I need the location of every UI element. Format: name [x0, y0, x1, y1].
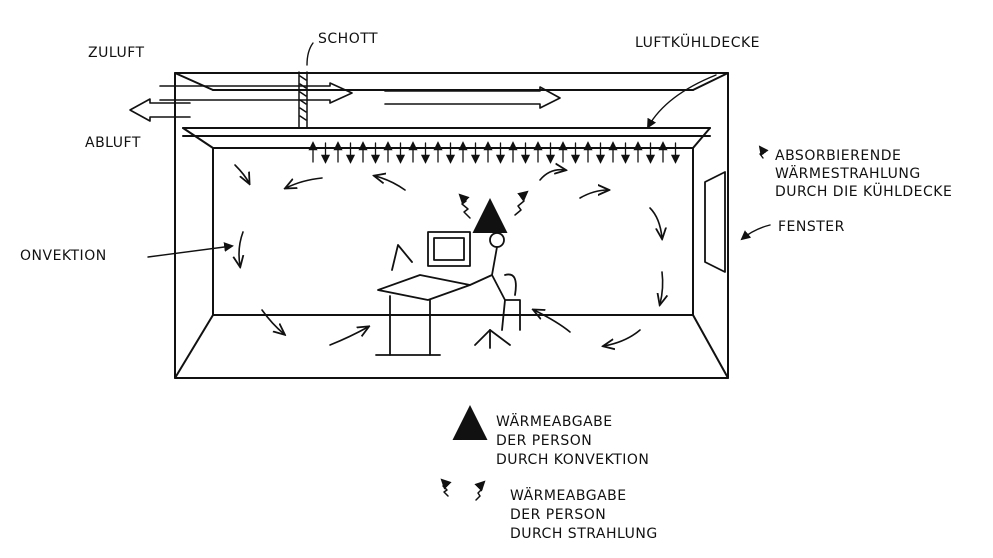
- legend-convection-line-1: WÄRMEABGABE: [496, 412, 613, 430]
- legend-convection-line-2: DER PERSON: [496, 433, 592, 449]
- air-ducts: [129, 82, 561, 122]
- room-outline: [174, 72, 729, 379]
- label-absorbing-3: DURCH DIE KÜHLDECKE: [775, 182, 952, 200]
- legend-radiation-icon: [440, 478, 486, 501]
- label-fenster: FENSTER: [778, 219, 845, 235]
- window: [704, 171, 726, 273]
- label-schott: SCHOTT: [318, 31, 378, 47]
- cooling-ceiling: [182, 127, 711, 149]
- label-absorbing-2: WÄRMESTRAHLUNG: [775, 164, 921, 182]
- workstation: [375, 231, 521, 356]
- legend-radiation-line-1: WÄRMEABGABE: [510, 486, 627, 504]
- absorbing-radiation-icon: [758, 145, 769, 159]
- legend-radiation-line-3: DURCH STRAHLUNG: [510, 526, 658, 542]
- leader-lines: [147, 42, 771, 258]
- legend-radiation-line-2: DER PERSON: [510, 507, 606, 523]
- convection-arrows: [235, 165, 663, 346]
- legend-convection-line-3: DURCH KONVEKTION: [496, 452, 649, 468]
- label-abluft: ABLUFT: [85, 135, 141, 151]
- label-konvektion: ONVEKTION: [20, 248, 107, 264]
- ceiling-radiation-arrows: [308, 141, 681, 164]
- label-zuluft: ZULUFT: [88, 45, 145, 61]
- person-heat-emission: [458, 190, 529, 233]
- label-absorbing-1: ABSORBIERENDE: [775, 148, 901, 164]
- label-luftkuehldecke: LUFTKÜHLDECKE: [635, 33, 760, 51]
